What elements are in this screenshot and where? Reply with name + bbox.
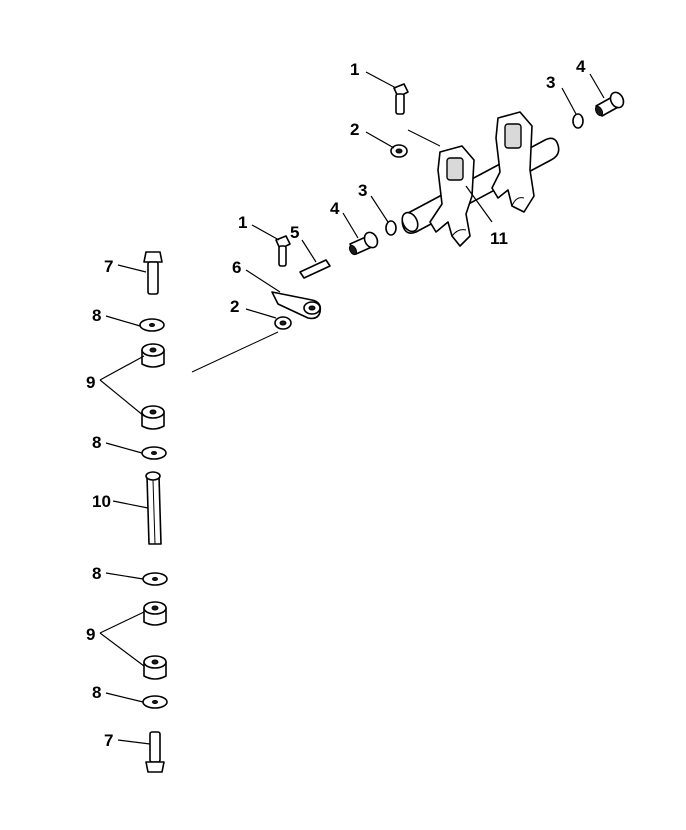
leader-lines — [99, 71, 605, 745]
bushing-top — [594, 91, 625, 117]
callout-9-top: 9 — [86, 373, 95, 392]
callout-2-top: 2 — [350, 120, 359, 139]
shift-rail-assembly — [401, 111, 560, 247]
callout-1-mid: 1 — [238, 213, 247, 232]
bolt-top — [393, 83, 409, 115]
callout-8-c: 8 — [92, 564, 101, 583]
callout-2-mid: 2 — [230, 297, 239, 316]
hex-rod — [145, 471, 162, 545]
washer-a — [139, 318, 165, 332]
nut-mid — [274, 316, 292, 330]
rod-end-top-b — [141, 405, 165, 430]
callout-4-mid: 4 — [330, 199, 340, 218]
o-ring-mid — [385, 220, 397, 236]
callout-1-top: 1 — [350, 60, 359, 79]
callout-4-top: 4 — [576, 57, 586, 76]
rod-end-bottom-b — [143, 655, 167, 680]
callout-7-bottom: 7 — [104, 731, 113, 750]
callout-11: 11 — [490, 229, 508, 248]
nut-top — [390, 144, 408, 158]
lever — [271, 291, 322, 320]
bolt-stack-top — [143, 251, 163, 295]
rod-end-top-a — [141, 343, 165, 368]
o-ring-top — [572, 113, 584, 129]
alignment-line-top — [407, 129, 441, 147]
washer-b — [141, 446, 167, 460]
bolt-mid — [275, 235, 291, 267]
bushing-mid — [348, 231, 379, 256]
callout-7-top: 7 — [104, 257, 113, 276]
washer-d — [142, 695, 168, 709]
callout-3-mid: 3 — [358, 181, 367, 200]
pin — [299, 259, 331, 279]
callout-labels: 1 2 3 4 1 5 4 3 6 2 7 8 9 8 10 8 9 8 7 1… — [86, 57, 586, 750]
callout-5: 5 — [290, 223, 299, 242]
washer-c — [142, 572, 168, 586]
callout-9-bottom: 9 — [86, 625, 95, 644]
callout-10: 10 — [92, 492, 111, 511]
callout-3-top: 3 — [546, 73, 555, 92]
rod-end-bottom-a — [143, 601, 167, 626]
callout-8-d: 8 — [92, 683, 101, 702]
callout-6: 6 — [232, 258, 241, 277]
bolt-stack-bottom — [145, 731, 165, 773]
callout-8-a: 8 — [92, 306, 101, 325]
alignment-line-left — [191, 331, 279, 373]
callout-8-b: 8 — [92, 433, 101, 452]
